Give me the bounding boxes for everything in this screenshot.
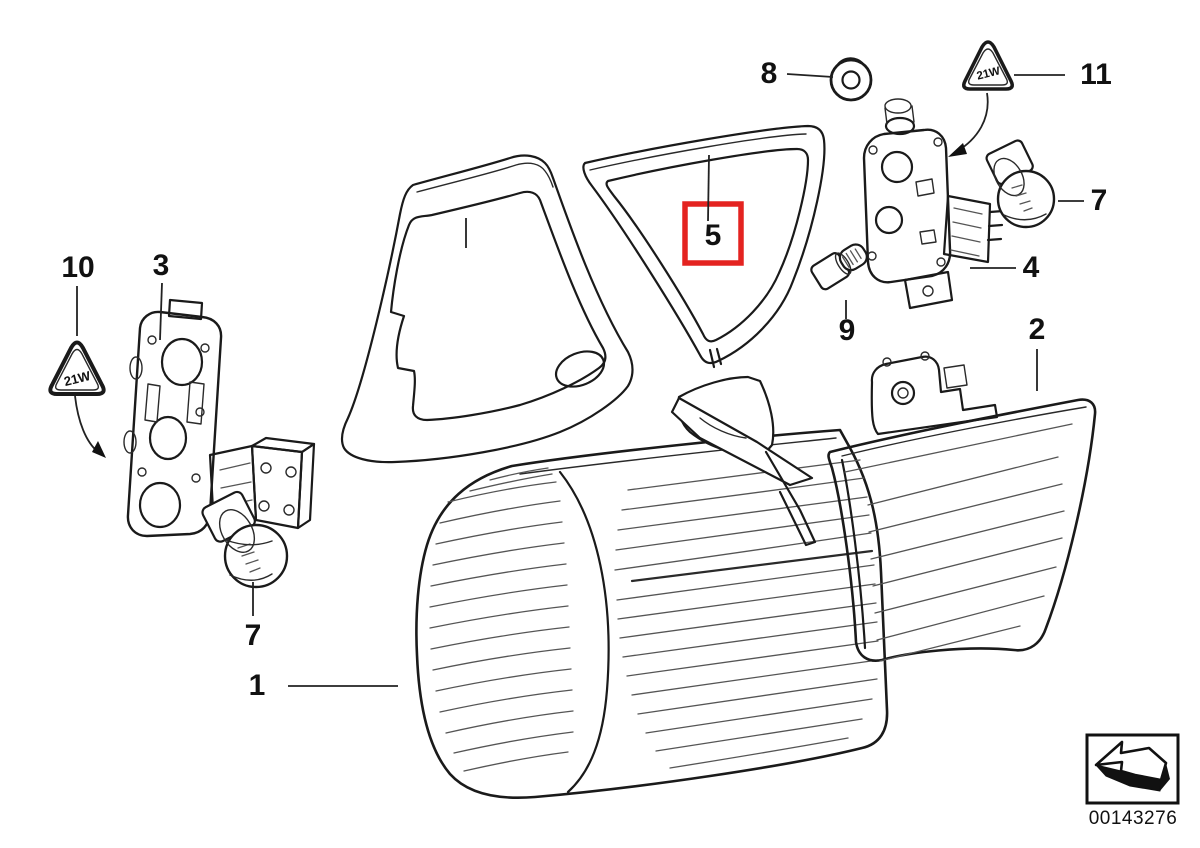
callout-9[interactable]: 9	[838, 314, 856, 347]
callout-11[interactable]: 11	[1080, 58, 1112, 91]
leader-8	[786, 73, 834, 78]
bulb7-right-drawing	[985, 139, 1056, 229]
stamp-number: 00143276	[1088, 808, 1178, 829]
gasket-part5-drawing	[582, 124, 826, 369]
callout-5-highlighted[interactable]: 5	[704, 219, 722, 252]
left-gasket-drawing	[340, 154, 634, 464]
bulb7-left-drawing	[201, 490, 289, 589]
warning-triangle-left: 21W	[48, 340, 106, 396]
callout-10[interactable]: 10	[61, 251, 95, 284]
arrow-11-curve	[955, 92, 989, 153]
bulb9-drawing	[810, 243, 868, 291]
callout-1[interactable]: 1	[248, 669, 266, 702]
stamp-box	[1085, 733, 1180, 805]
highlight-rect[interactable]	[682, 201, 744, 266]
leader-3	[159, 282, 163, 341]
outer-taillight-drawing	[415, 375, 889, 799]
arrow-11-head	[948, 143, 967, 157]
warning-label-right: 21W	[976, 65, 1002, 82]
bulb-carrier-right-drawing	[862, 98, 1005, 310]
warning-triangle-right: 21W	[962, 40, 1014, 91]
leader-lines	[74, 73, 1084, 687]
arrow-10-head	[92, 441, 106, 458]
callout-2[interactable]: 2	[1028, 313, 1046, 346]
grommet8-drawing	[829, 57, 873, 102]
warning-label-left: 21W	[62, 368, 92, 389]
callout-3[interactable]: 3	[152, 249, 170, 282]
callout-4[interactable]: 4	[1022, 251, 1040, 284]
highlight-box-part5[interactable]	[682, 154, 744, 266]
inner-taillight-drawing	[827, 351, 1097, 662]
bulb-carrier-left-drawing	[123, 298, 316, 538]
callout-7-right[interactable]: 7	[1090, 184, 1108, 217]
arrow-10-curve	[74, 395, 99, 453]
leader-5	[707, 154, 710, 222]
callout-7-left[interactable]: 7	[244, 619, 262, 652]
callout-8[interactable]: 8	[760, 57, 778, 90]
